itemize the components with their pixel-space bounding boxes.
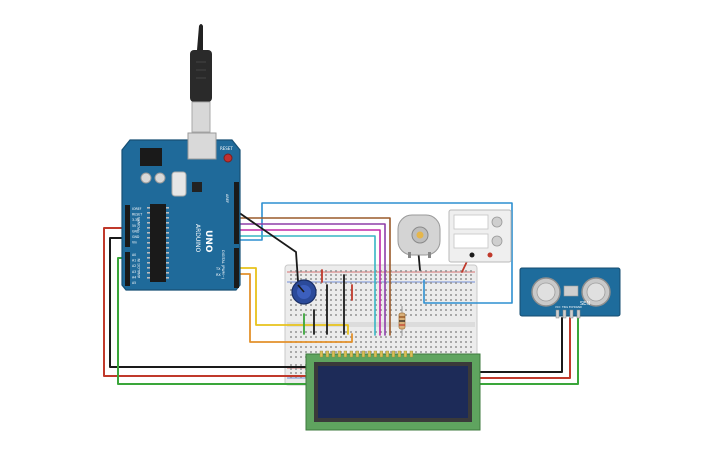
power-label: POWER — [137, 216, 141, 230]
supply-display-1 — [453, 214, 489, 230]
wire-red-sensor-vcc — [479, 317, 571, 379]
dc-motor — [397, 214, 441, 258]
wire-purple-pin — [237, 223, 386, 336]
wire-black-pot — [237, 211, 299, 282]
sensor-pin — [569, 309, 574, 319]
capacitor-1 — [140, 172, 152, 184]
analog-pin-label: A1 — [132, 259, 136, 263]
power-pin-label: RESET — [132, 213, 142, 217]
board-model-label: UNO — [203, 230, 213, 253]
supply-knob-2[interactable] — [491, 235, 503, 247]
analog-pin-label: A5 — [132, 281, 136, 285]
wire-green-sensor — [479, 317, 579, 385]
wire-cyan-pin — [237, 235, 376, 336]
wire-brown-pin — [237, 217, 391, 336]
analog-pin-label: A2 — [132, 264, 136, 268]
wire-magenta-pin — [237, 229, 381, 336]
lcd-pin — [397, 350, 401, 358]
sensor-crystal — [563, 285, 579, 297]
reset-label: RESET — [220, 146, 233, 151]
wire-black-sensor-gnd — [479, 317, 563, 373]
power-pin-label: 5V — [132, 224, 137, 228]
power-pin-label: GND — [132, 229, 140, 233]
wire-blue-loop — [237, 202, 513, 304]
wire-orange-pin — [237, 273, 353, 343]
analog-pin-label: A0 — [132, 253, 136, 257]
lcd-pin — [325, 350, 329, 358]
sensor-pin — [555, 309, 560, 319]
power-supply — [448, 209, 512, 263]
analog-pin-label: A4 — [132, 275, 136, 279]
sensor-pin — [576, 309, 581, 319]
lcd-pin — [385, 350, 389, 358]
lcd-pin — [337, 350, 341, 358]
lcd-pin — [331, 350, 335, 358]
power-pin-label: 3.3V — [132, 218, 140, 222]
lcd-pin — [349, 350, 353, 358]
digital-label: DIGITAL (PWM~) — [221, 250, 225, 280]
sensor-pin-label: ECHO — [569, 305, 576, 309]
lcd-pin — [409, 350, 413, 358]
power-pin-label: GND — [132, 235, 140, 239]
usb-port — [187, 132, 217, 160]
power-pin-label: IOREF — [132, 207, 142, 211]
aref-label: AREF — [225, 194, 229, 203]
potentiometer[interactable] — [291, 279, 317, 305]
lcd-header-pins — [319, 350, 413, 358]
analog-pin-label: A3 — [132, 270, 136, 274]
supply-display-2 — [453, 233, 489, 249]
digital-header-upper — [234, 182, 239, 244]
motor-shaft — [416, 231, 424, 239]
sensor-pin-label: TRIG — [562, 305, 568, 309]
center-channel — [287, 322, 475, 327]
supply-knob-1[interactable] — [491, 216, 503, 228]
lcd-pin — [373, 350, 377, 358]
potentiometer-knob-indicator — [297, 284, 305, 293]
digital-header-lower — [234, 248, 239, 288]
rx-label: RX — [216, 273, 221, 277]
supply-terminal-positive — [487, 252, 493, 258]
lcd-pin — [355, 350, 359, 358]
power-header — [125, 205, 130, 247]
microcontroller-chip — [150, 204, 166, 282]
usb-cable — [190, 24, 212, 133]
crystal-oscillator — [171, 171, 187, 197]
sensor-pin-label: VCC — [555, 305, 561, 309]
usb-plug — [191, 101, 211, 133]
wire-black-gnd-lcd — [109, 237, 311, 368]
sensor-brand-label: SEN — [580, 301, 590, 307]
lcd-display — [305, 350, 481, 431]
tx-label: TX — [215, 267, 221, 271]
lcd-pin — [367, 350, 371, 358]
resistor — [398, 306, 406, 336]
sensor-pin-label: GND — [576, 305, 582, 309]
lcd-screen — [318, 366, 468, 418]
arduino-board: ARDUINO UNO RESET AREF DIGITAL (PWM~) PO… — [121, 132, 241, 291]
lcd-pin — [319, 350, 323, 358]
lcd-pin — [403, 350, 407, 358]
power-jack — [140, 148, 162, 166]
chip-pins — [147, 207, 169, 279]
wire-red-5v-lcd — [103, 227, 311, 377]
voltage-regulator — [192, 182, 202, 192]
board-brand-label: ARDUINO — [194, 224, 201, 253]
lcd-pin — [361, 350, 365, 358]
reset-button[interactable] — [223, 153, 233, 163]
wire-yellow-pin — [237, 267, 349, 335]
supply-terminal-negative — [469, 252, 475, 258]
analog-header — [125, 252, 130, 286]
lcd-pin — [379, 350, 383, 358]
power-pin-label: Vin — [132, 241, 137, 245]
lcd-pin — [343, 350, 347, 358]
sensor-pin — [562, 309, 567, 319]
analog-in-label: ANALOG IN — [137, 258, 141, 278]
lcd-pin — [391, 350, 395, 358]
capacitor-2 — [154, 172, 166, 184]
